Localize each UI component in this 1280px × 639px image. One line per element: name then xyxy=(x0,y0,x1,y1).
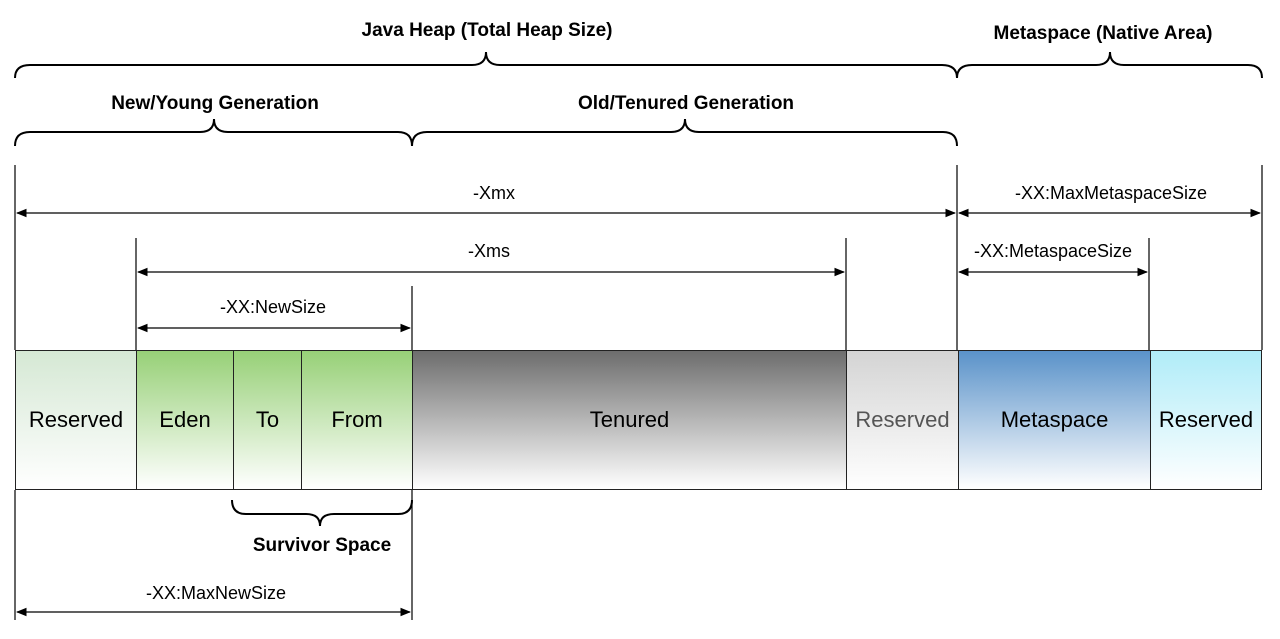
tenured-segment: Tenured xyxy=(413,351,847,489)
eden-segment: Eden xyxy=(137,351,234,489)
tenured-label: Tenured xyxy=(589,407,670,432)
meta-reserved-segment: Reserved xyxy=(1151,351,1261,489)
metaspace-label: Metaspace xyxy=(1000,407,1109,432)
max-metaspace-label: -XX:MaxMetaspaceSize xyxy=(1014,183,1208,203)
java-heap-title: Java Heap (Total Heap Size) xyxy=(361,20,613,41)
survivor-space-title: Survivor Space xyxy=(252,535,392,556)
metaspace-size-label: -XX:MetaspaceSize xyxy=(973,241,1133,261)
meta-reserved-label: Reserved xyxy=(1158,407,1254,432)
old-gen-title: Old/Tenured Generation xyxy=(577,93,795,114)
young-reserved-segment: Reserved xyxy=(16,351,137,489)
memory-layout-strip: Reserved Eden To From Tenured Reserved M… xyxy=(15,350,1262,490)
to-survivor-segment: To xyxy=(234,351,302,489)
old-reserved-segment: Reserved xyxy=(847,351,959,489)
metaspace-brace xyxy=(956,51,1263,79)
xmx-label: -Xmx xyxy=(473,183,515,203)
java-heap-brace xyxy=(14,51,958,79)
young-reserved-label: Reserved xyxy=(28,407,124,432)
young-gen-title: New/Young Generation xyxy=(111,93,319,114)
to-label: To xyxy=(255,407,280,432)
eden-label: Eden xyxy=(159,407,211,432)
young-gen-brace xyxy=(14,118,413,147)
from-survivor-segment: From xyxy=(302,351,413,489)
old-reserved-label: Reserved xyxy=(855,407,950,432)
metaspace-native-title: Metaspace (Native Area) xyxy=(993,23,1213,44)
newsize-label: -XX:NewSize xyxy=(219,297,327,317)
xms-label: -Xms xyxy=(468,241,510,261)
metaspace-segment: Metaspace xyxy=(959,351,1151,489)
maxnewsize-label: -XX:MaxNewSize xyxy=(145,583,287,603)
old-gen-brace xyxy=(411,118,958,147)
survivor-brace xyxy=(231,499,413,527)
from-label: From xyxy=(331,407,383,432)
